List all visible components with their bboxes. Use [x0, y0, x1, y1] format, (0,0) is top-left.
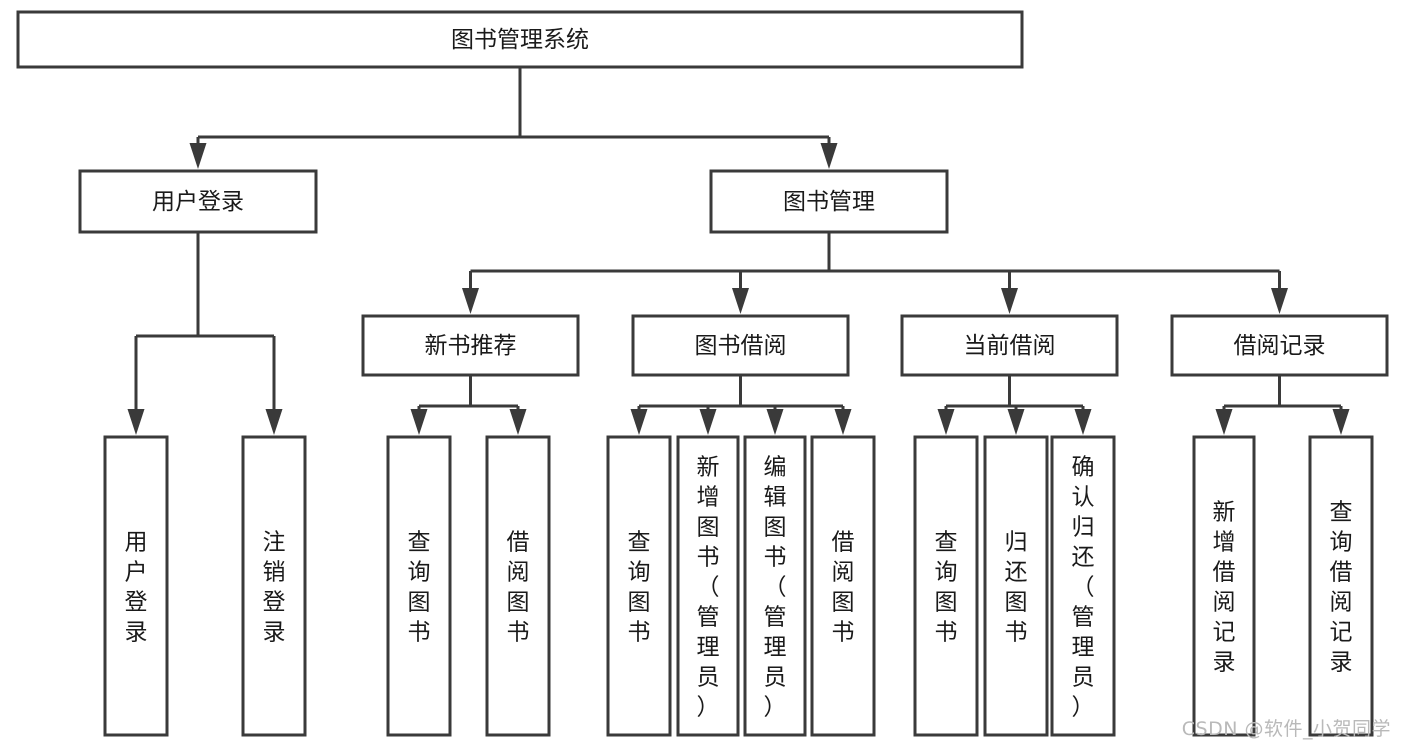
edge-arrowhead [189, 143, 207, 169]
node-l3_0[interactable]: 新书推荐 [361, 314, 580, 377]
node-box [631, 314, 850, 377]
edge-arrowhead [937, 409, 955, 435]
node-box [606, 435, 672, 737]
edge-arrowhead [410, 409, 428, 435]
node-leaf_4[interactable]: 查询图书 [606, 435, 672, 737]
node-leaf_3[interactable]: 借阅图书 [485, 435, 551, 737]
edge-arrowhead [127, 409, 145, 435]
node-label: 新增图书（管理员） [697, 454, 720, 720]
node-label: 借阅记录 [1234, 333, 1326, 359]
node-box [386, 435, 452, 737]
node-label: 查询图书 [935, 529, 958, 645]
edge-arrowhead [820, 143, 838, 169]
node-label: 确认归还（管理员） [1072, 454, 1095, 720]
node-leaf_7[interactable]: 借阅图书 [810, 435, 876, 737]
node-leaf_6[interactable]: 编辑图书（管理员） [743, 435, 807, 737]
edge-arrowhead [699, 409, 717, 435]
node-label: 注销登录 [263, 529, 286, 645]
edge-arrowhead [1271, 288, 1288, 314]
node-box [900, 314, 1119, 377]
edge-arrowhead [732, 288, 749, 314]
node-box [913, 435, 979, 737]
node-label: 图书管理系统 [451, 27, 589, 53]
node-l3_3[interactable]: 借阅记录 [1170, 314, 1389, 377]
node-l2_0[interactable]: 用户登录 [78, 169, 318, 234]
node-box [1308, 435, 1374, 737]
node-label: 新书推荐 [425, 333, 517, 359]
node-label: 图书借阅 [695, 333, 787, 359]
edges-layer [127, 67, 1350, 435]
node-leaf_11[interactable]: 新增借阅记录 [1192, 435, 1256, 737]
edge-arrowhead [1332, 409, 1350, 435]
node-label: 当前借阅 [964, 333, 1056, 359]
node-l3_1[interactable]: 图书借阅 [631, 314, 850, 377]
node-box [103, 435, 169, 737]
node-box [361, 314, 580, 377]
node-box [78, 169, 318, 234]
watermark-text: CSDN @软件_小贺同学 [1181, 718, 1391, 740]
node-box [743, 435, 807, 737]
node-leaf_9[interactable]: 归还图书 [983, 435, 1049, 737]
node-box [485, 435, 551, 737]
node-label: 借阅图书 [832, 529, 855, 645]
node-label: 编辑图书（管理员） [764, 454, 787, 720]
node-box [810, 435, 876, 737]
node-leaf_0[interactable]: 用户登录 [103, 435, 169, 737]
node-root[interactable]: 图书管理系统 [16, 10, 1024, 69]
node-leaf_10[interactable]: 确认归还（管理员） [1050, 435, 1116, 737]
node-box [1170, 314, 1389, 377]
node-label: 用户登录 [125, 529, 148, 645]
node-box [1192, 435, 1256, 737]
node-leaf_5[interactable]: 新增图书（管理员） [676, 435, 740, 737]
node-leaf_8[interactable]: 查询图书 [913, 435, 979, 737]
edge-arrowhead [834, 409, 852, 435]
edge-arrowhead [1007, 409, 1025, 435]
node-leaf_2[interactable]: 查询图书 [386, 435, 452, 737]
nodes-layer: 图书管理系统用户登录图书管理新书推荐图书借阅当前借阅借阅记录用户登录注销登录查询… [16, 10, 1389, 737]
node-label: 查询借阅记录 [1330, 499, 1353, 675]
edge-arrowhead [265, 409, 283, 435]
edge-arrowhead [630, 409, 648, 435]
edge-arrowhead [766, 409, 784, 435]
node-label: 借阅图书 [507, 529, 530, 645]
node-l2_1[interactable]: 图书管理 [709, 169, 949, 234]
edge-arrowhead [1074, 409, 1092, 435]
node-leaf_1[interactable]: 注销登录 [241, 435, 307, 737]
edge-arrowhead [462, 288, 479, 314]
node-box [1050, 435, 1116, 737]
edge-arrowhead [1215, 409, 1233, 435]
node-box [241, 435, 307, 737]
node-label: 归还图书 [1005, 529, 1028, 645]
node-label: 新增借阅记录 [1213, 499, 1236, 675]
node-label: 查询图书 [628, 529, 651, 645]
node-leaf_12[interactable]: 查询借阅记录 [1308, 435, 1374, 737]
edge-arrowhead [1001, 288, 1018, 314]
edge-arrowhead [509, 409, 527, 435]
node-l3_2[interactable]: 当前借阅 [900, 314, 1119, 377]
node-label: 用户登录 [152, 189, 244, 215]
node-label: 查询图书 [408, 529, 431, 645]
node-box [16, 10, 1024, 69]
node-box [983, 435, 1049, 737]
node-box [709, 169, 949, 234]
node-label: 图书管理 [783, 189, 875, 215]
node-box [676, 435, 740, 737]
